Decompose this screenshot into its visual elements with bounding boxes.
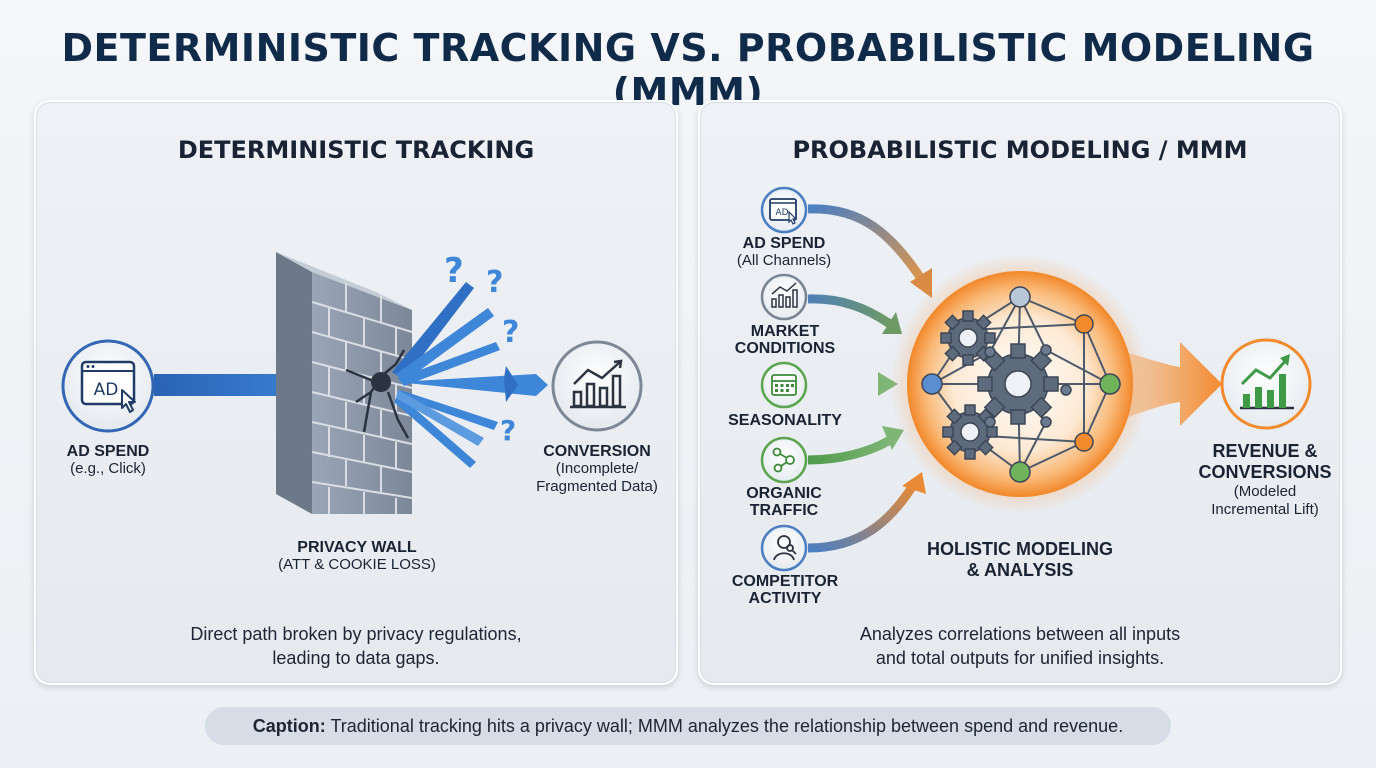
- broken-arrow-fragments: [392, 282, 548, 468]
- caption-label: Caption:: [252, 716, 326, 736]
- conversion-label: CONVERSION (Incomplete/ Fragmented Data): [536, 443, 658, 495]
- input-label-market-conditions: MARKET CONDITIONS: [734, 323, 836, 357]
- network-icon: [760, 436, 808, 484]
- privacy-wall-label: PRIVACY WALL (ATT & COOKIE LOSS): [278, 539, 436, 573]
- svg-text:?: ?: [486, 265, 503, 300]
- page-title: DETERMINISTIC TRACKING VS. PROBABILISTIC…: [61, 26, 1315, 114]
- probabilistic-description: Analyzes correlations between all inputs…: [859, 624, 1181, 668]
- deterministic-description: Direct path broken by privacy regulation…: [190, 624, 522, 668]
- input-arrow-4: [807, 436, 893, 465]
- network-nodes: [921, 286, 1121, 483]
- gear-icon: [940, 310, 1059, 460]
- revenue-icon: [1220, 338, 1312, 430]
- question-marks: ? ? ? ?: [444, 251, 519, 447]
- revenue-label: REVENUE & CONVERSIONS (Modeled Increment…: [1198, 441, 1332, 518]
- svg-text:?: ?: [444, 251, 464, 291]
- deterministic-title: DETERMINISTIC TRACKING: [177, 136, 535, 164]
- probabilistic-diagram: AD: [760, 186, 1312, 572]
- calendar-icon: [760, 361, 808, 409]
- ad-spend-label: AD SPEND (e.g., Click): [66, 443, 150, 477]
- deterministic-panel: DETERMINISTIC TRACKING AD: [34, 100, 678, 685]
- competitor-icon: [760, 524, 808, 572]
- input-label-seasonality: SEASONALITY: [728, 412, 842, 429]
- caption-bar: Caption: Traditional tracking hits a pri…: [205, 707, 1171, 745]
- privacy-wall-icon: [276, 252, 413, 514]
- conversion-icon: [551, 340, 643, 432]
- svg-text:?: ?: [502, 315, 519, 350]
- input-arrow-5: [807, 481, 918, 553]
- svg-text:?: ?: [500, 414, 516, 447]
- ad-spend-icon: AD: [61, 339, 155, 433]
- ad-icon-text: AD: [94, 380, 119, 400]
- probabilistic-panel: PROBABILISTIC MODELING / MMM: [698, 100, 1342, 685]
- input-label-competitor-activity: COMPETITOR ACTIVITY: [731, 573, 839, 607]
- holistic-modeling-label: HOLISTIC MODELING & ANALYSIS: [927, 539, 1113, 580]
- input-label-organic-traffic: ORGANIC TRAFFIC: [746, 485, 822, 519]
- probabilistic-title: PROBABILISTIC MODELING / MMM: [792, 136, 1248, 164]
- deterministic-diagram: AD: [61, 251, 643, 514]
- ad-icon-text: AD: [775, 208, 788, 218]
- chart-icon: [760, 273, 808, 321]
- caption-text: Traditional tracking hits a privacy wall…: [325, 716, 1124, 736]
- ad-icon: AD: [760, 186, 808, 234]
- input-arrow-1: [807, 204, 926, 283]
- input-arrow-2: [807, 294, 893, 328]
- input-label-ad-spend: AD SPEND (All Channels): [736, 235, 832, 269]
